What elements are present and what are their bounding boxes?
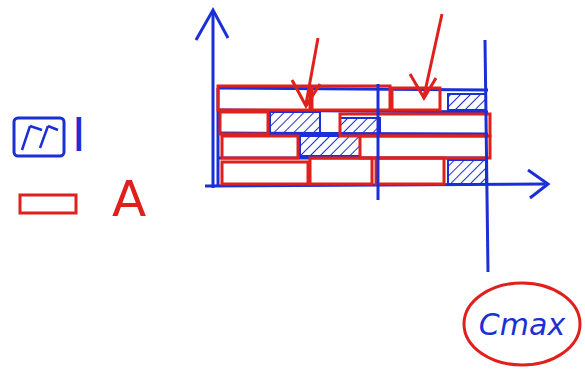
pointer-arrows xyxy=(292,14,442,106)
legend-label: A xyxy=(112,174,146,224)
legend-swatch-active xyxy=(20,195,76,213)
legend-label: I xyxy=(72,112,86,158)
node-text: Cmax xyxy=(479,307,565,342)
circled-label: Cmax xyxy=(462,281,582,367)
legend-swatch-idle xyxy=(14,118,64,156)
axes xyxy=(196,10,548,198)
active-blocks xyxy=(218,86,490,184)
makespan-line xyxy=(378,40,488,272)
